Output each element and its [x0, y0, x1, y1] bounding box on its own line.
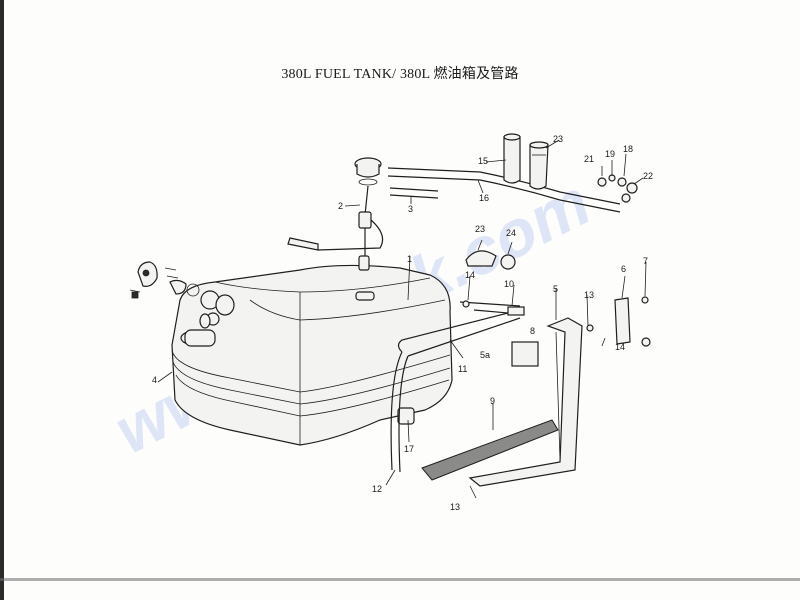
callout-8: 8	[530, 326, 535, 336]
callout-10: 10	[504, 279, 514, 289]
callout-22: 19	[605, 149, 615, 159]
callout-21: 18	[623, 144, 633, 154]
callout-1: 1	[407, 254, 412, 264]
callout-5: 5	[553, 284, 558, 294]
callout-9: 9	[490, 396, 495, 406]
callout-5a: 5a	[480, 350, 490, 360]
callout-15: 13	[584, 290, 594, 300]
callout-23: 21	[584, 154, 594, 164]
fuel-tank	[171, 264, 453, 446]
callout-23-right: 22	[643, 171, 653, 181]
callout-7: 7	[643, 256, 648, 266]
callout-16: 14	[615, 342, 625, 352]
callout-24: 23	[553, 134, 563, 144]
callout-19: 16	[479, 193, 489, 203]
mounting-straps	[390, 250, 525, 473]
fuel-lines	[387, 167, 621, 213]
callout-4: 4	[152, 375, 157, 385]
callout-11: 11	[458, 364, 467, 374]
callout-labels: 4 1 2 3 16 15 23 21 19 18 22 23 24 14 10…	[152, 134, 653, 512]
pipe-fittings	[597, 160, 638, 203]
diagram-title: 380L FUEL TANK/ 380L 燃油箱及管路	[281, 67, 519, 82]
callout-3: 3	[408, 204, 413, 214]
callout-17: 17	[404, 444, 414, 454]
callout-6: 6	[621, 264, 626, 274]
fuel-filters	[503, 133, 549, 190]
scan-left-edge	[0, 0, 4, 600]
callout-18: 15	[478, 156, 488, 166]
tank-bracket	[421, 296, 651, 499]
leader-lines	[157, 139, 647, 486]
callout-14: 14	[465, 270, 475, 280]
callout-13: 13	[450, 502, 460, 512]
fuel-cap-assembly	[129, 261, 200, 299]
callout-12: 12	[372, 484, 382, 494]
scan-bottom-edge	[0, 578, 800, 581]
callout-25: 23	[475, 224, 485, 234]
fuel-sender-unit	[287, 157, 384, 271]
callout-2: 2	[338, 201, 343, 211]
callout-26: 24	[506, 228, 516, 238]
